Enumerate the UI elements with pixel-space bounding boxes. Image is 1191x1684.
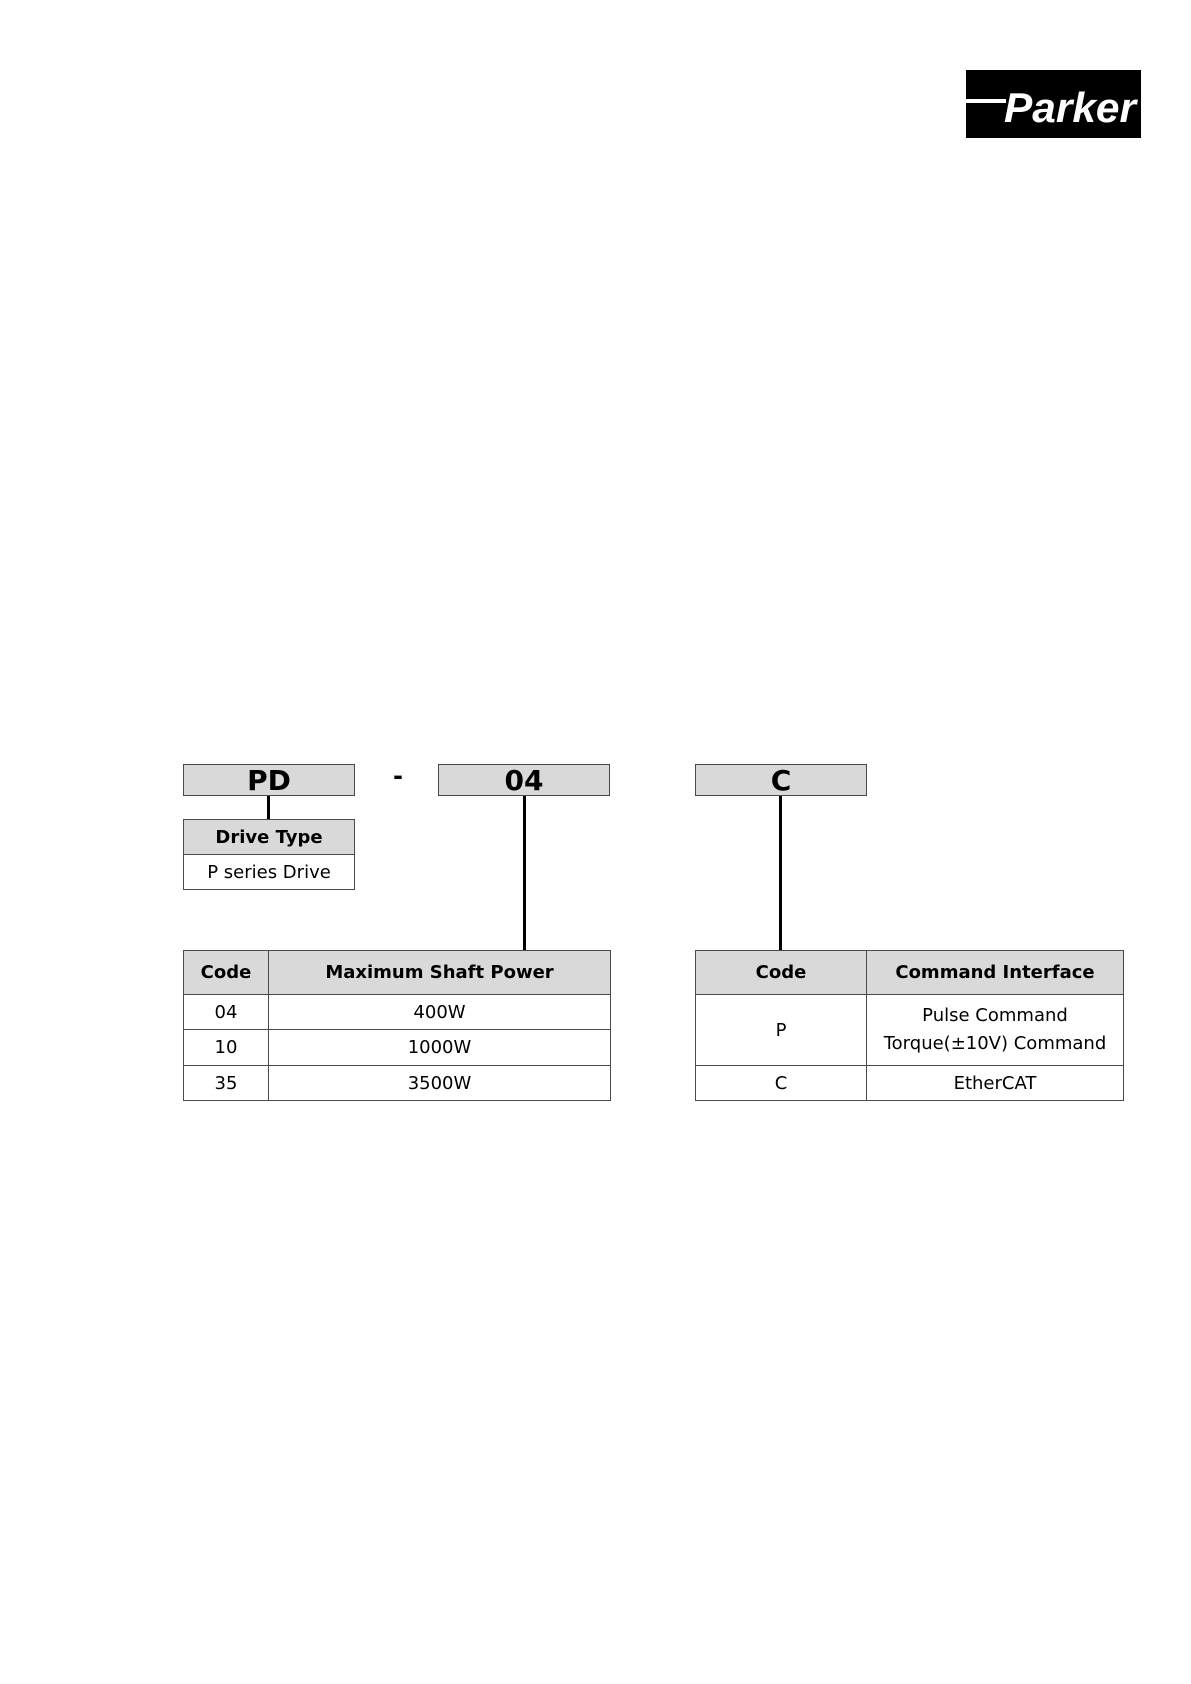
power-table: Code Maximum Shaft Power 04 400W 10 1000…	[183, 950, 611, 1101]
code-separator: -	[388, 762, 408, 790]
logo-wordmark: Parker	[1004, 84, 1139, 131]
power-header-code: Code	[184, 951, 269, 995]
interface-code-cell: P	[696, 995, 867, 1066]
interface-table: Code Command Interface P Pulse Command T…	[695, 950, 1124, 1101]
drive-type-table: Drive Type P series Drive	[183, 819, 355, 890]
power-value-cell: 3500W	[269, 1066, 611, 1101]
interface-value-cell: EtherCAT	[867, 1066, 1124, 1101]
interface-value-cell: Pulse Command Torque(±10V) Command	[867, 995, 1124, 1066]
interface-value-line: Torque(±10V) Command	[867, 1030, 1123, 1058]
interface-code-cell: C	[696, 1066, 867, 1101]
table-row: 10 1000W	[184, 1030, 611, 1066]
drive-type-header: Drive Type	[184, 820, 355, 855]
code-segment-drive-type: PD	[183, 764, 355, 796]
power-code-cell: 35	[184, 1066, 269, 1101]
table-row: C EtherCAT	[696, 1066, 1124, 1101]
power-code-cell: 10	[184, 1030, 269, 1066]
code-segment-interface: C	[695, 764, 867, 796]
drive-type-value: P series Drive	[184, 855, 355, 890]
power-value-cell: 400W	[269, 995, 611, 1030]
power-code-cell: 04	[184, 995, 269, 1030]
table-row: P Pulse Command Torque(±10V) Command	[696, 995, 1124, 1066]
interface-header-code: Code	[696, 951, 867, 995]
parker-logo: Parker	[966, 70, 1141, 138]
connector-drive-type	[267, 796, 270, 820]
power-header-power: Maximum Shaft Power	[269, 951, 611, 995]
power-value-cell: 1000W	[269, 1030, 611, 1066]
connector-power	[523, 796, 526, 950]
code-segment-power: 04	[438, 764, 610, 796]
connector-interface	[779, 796, 782, 950]
interface-value-line: Pulse Command	[867, 1002, 1123, 1030]
table-row: 04 400W	[184, 995, 611, 1030]
table-row: 35 3500W	[184, 1066, 611, 1101]
interface-header-interface: Command Interface	[867, 951, 1124, 995]
